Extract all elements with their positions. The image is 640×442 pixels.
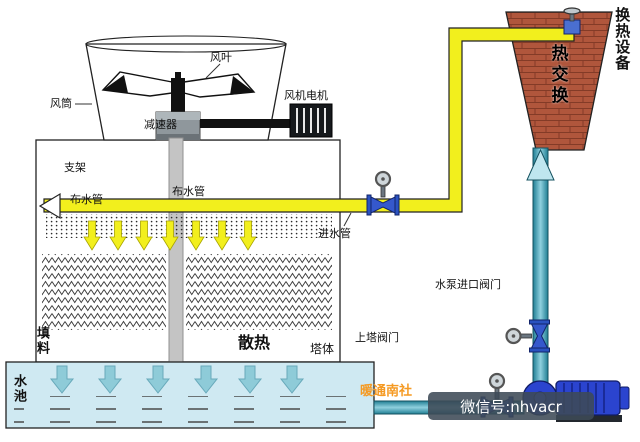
watermark-wechat-text: 微信号:nhvacr (460, 397, 562, 416)
water-pool-shape (5, 361, 375, 429)
label-inlet-pipe: 进水管 (318, 227, 351, 240)
fan-blades (101, 71, 256, 118)
label-water-dist-left: 布水管 (70, 193, 103, 206)
label-support-frame: 支架 (64, 161, 86, 174)
label-heat-exchanger-face: 热交换 (547, 44, 568, 107)
fill-block-left (42, 254, 166, 330)
label-fan-duct: 风筒 (50, 97, 72, 110)
label-pump-inlet-valve: 水泵进口阀门 (435, 278, 501, 291)
watermark-brand: 暖通南社 (360, 384, 413, 399)
leader-lines (75, 63, 352, 227)
label-reducer: 减速器 (144, 118, 177, 131)
exchanger-top-fitting (563, 7, 581, 35)
fill-block-right (186, 254, 332, 330)
label-tower-body: 塔体 (310, 342, 335, 356)
label-up-tower-valve: 上塔阀门 (355, 331, 399, 344)
central-standpipe (168, 137, 184, 395)
hot-water-pipe (38, 27, 575, 220)
fan-motor-shape (200, 103, 333, 138)
label-heat-exchange-device: 换热设备 (613, 7, 632, 71)
label-water-dist-right: 布水管 (172, 185, 205, 198)
label-water-pool: 水池 (10, 374, 26, 404)
label-fan-motor: 风机电机 (284, 89, 328, 102)
label-fan-blade: 风叶 (210, 51, 232, 64)
label-heat-dissipation: 散热 (238, 333, 271, 352)
label-fill-material: 填料 (33, 326, 49, 356)
watermark-wechat-badge: 微信号:nhvacr (428, 392, 594, 420)
